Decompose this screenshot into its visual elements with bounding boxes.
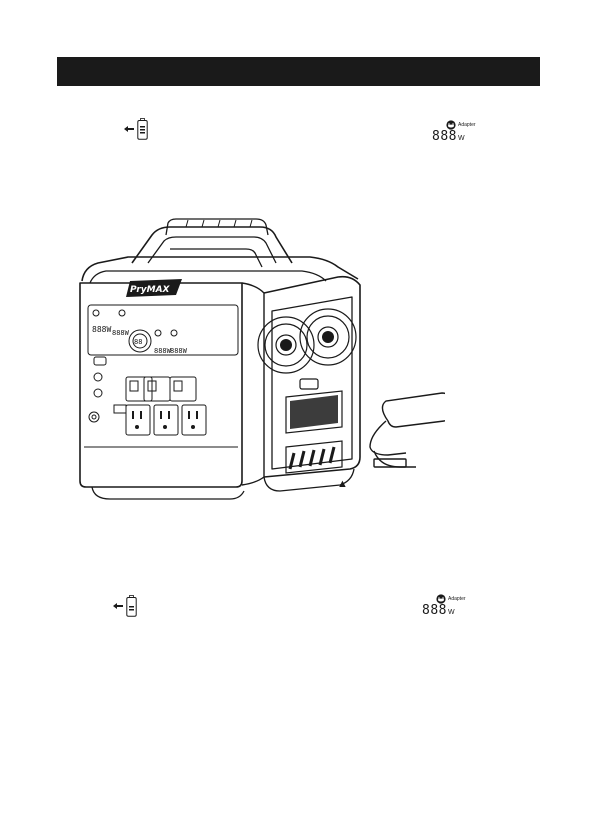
battery-indicator-top	[124, 118, 148, 140]
lcd-value-3: 888W	[154, 347, 172, 355]
readout-unit: W	[458, 135, 465, 142]
readout-value: 888	[432, 130, 457, 144]
header-bar	[57, 57, 540, 86]
brand-logo: PryMAX	[130, 285, 171, 295]
battery-icon	[137, 118, 148, 140]
adapter-readout-top: Adapter 888 W	[432, 120, 476, 144]
battery-icon	[126, 595, 137, 617]
readout-label: Adapter	[458, 122, 476, 128]
arrow-left-icon	[113, 603, 123, 609]
lcd-value-center: 88	[134, 338, 142, 346]
lcd-value-1: 888W	[92, 325, 111, 334]
lcd-value-4: 888W	[170, 347, 188, 355]
battery-indicator-bottom	[113, 595, 137, 617]
readout-unit: W	[448, 609, 455, 616]
lcd-value-2: 888W	[112, 329, 130, 337]
power-station-illustration: PryMAX 888W 888W 888W 888W 88	[70, 215, 445, 505]
adapter-readout-bottom: Adapter 888 W	[422, 594, 466, 618]
triangle-marker: ▲	[337, 479, 348, 490]
readout-label: Adapter	[448, 596, 466, 602]
arrow-left-icon	[124, 126, 134, 132]
readout-value: 888	[422, 604, 447, 618]
